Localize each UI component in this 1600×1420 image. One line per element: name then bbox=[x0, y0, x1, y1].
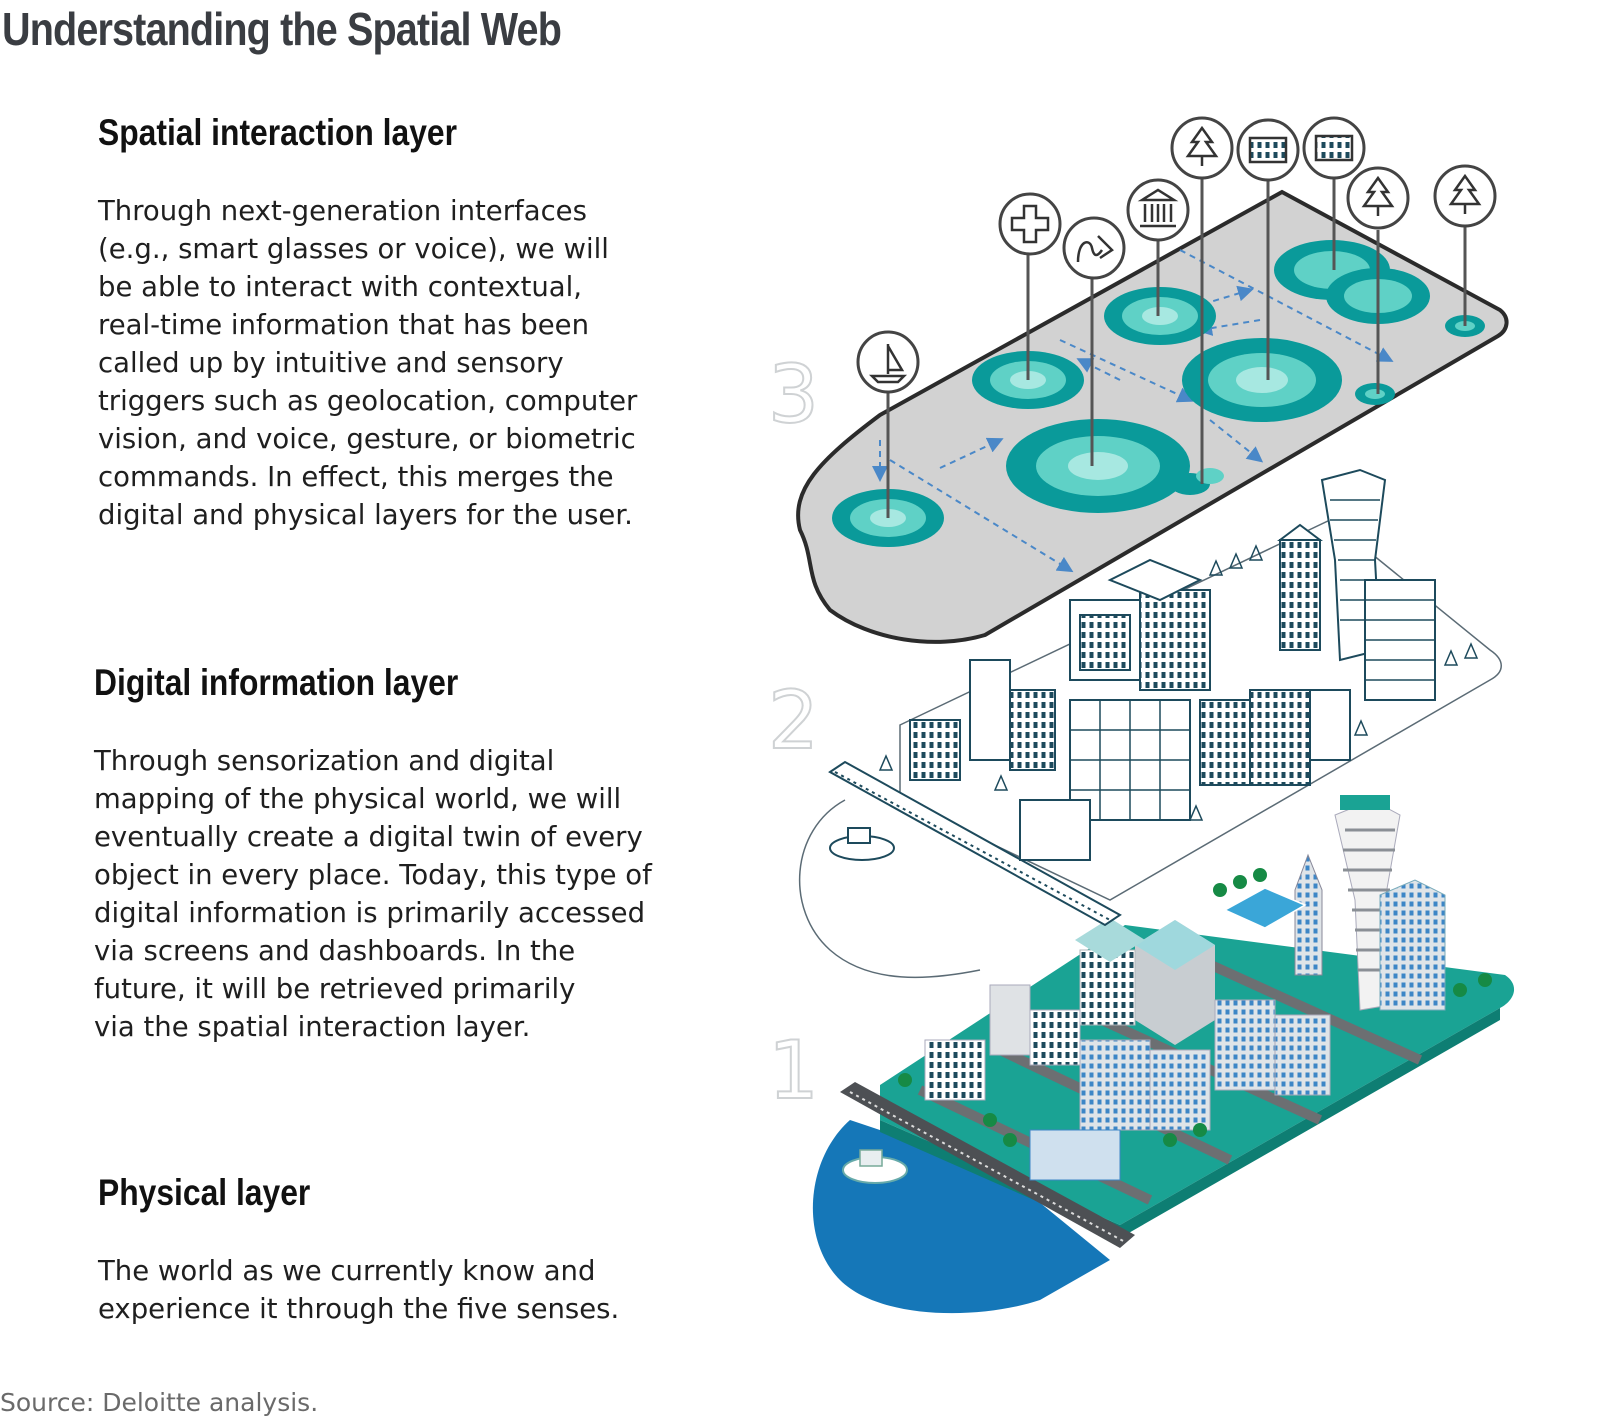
source-note: Source: Deloitte analysis. bbox=[0, 1388, 319, 1417]
section-body: Through sensorization and digital mappin… bbox=[94, 745, 652, 1043]
ferry-boat bbox=[842, 1149, 908, 1184]
digital-layer-wireframe bbox=[798, 468, 1502, 979]
section-body: Through next-generation interfaces (e.g.… bbox=[98, 195, 638, 531]
section-heading: Spatial interaction layer bbox=[98, 112, 457, 153]
spatial-interaction-platform bbox=[796, 116, 1509, 644]
section-body: The world as we currently know and exper… bbox=[98, 1255, 620, 1325]
section-spatial-interaction-layer: Spatial interaction layer Through next-g… bbox=[98, 112, 668, 534]
physical-layer-city bbox=[812, 795, 1515, 1314]
museum-icon bbox=[1126, 178, 1190, 242]
coastline-outline bbox=[798, 799, 981, 979]
section-physical-layer: Physical layer The world as we currently… bbox=[98, 1172, 668, 1328]
spatial-web-illustration: 3 2 1 bbox=[770, 116, 1515, 1314]
page-title: Understanding the Spatial Web bbox=[2, 3, 562, 55]
layer-number-1: 1 bbox=[770, 1024, 819, 1117]
building-icon bbox=[1236, 118, 1300, 182]
building-icon bbox=[1302, 116, 1366, 180]
sailboat-icon bbox=[856, 330, 920, 394]
section-heading: Digital information layer bbox=[94, 662, 459, 703]
tree-icon bbox=[1170, 116, 1234, 180]
tree-icon bbox=[1433, 164, 1497, 228]
layer-number-3: 3 bbox=[770, 348, 819, 441]
wire-boat bbox=[829, 827, 895, 861]
tree-icon bbox=[1346, 166, 1410, 230]
medical-cross-icon bbox=[998, 192, 1062, 256]
digital-platform-outline bbox=[899, 519, 1502, 901]
theater-icon bbox=[1062, 216, 1126, 280]
connection-arrows bbox=[872, 249, 1394, 573]
layer-number-2: 2 bbox=[770, 674, 819, 767]
city-buildings bbox=[898, 795, 1492, 1181]
section-digital-information-layer: Digital information layer Through sensor… bbox=[94, 662, 674, 1046]
section-heading: Physical layer bbox=[98, 1172, 311, 1213]
poi-pins bbox=[886, 178, 1467, 518]
digital-pier bbox=[828, 760, 1122, 927]
